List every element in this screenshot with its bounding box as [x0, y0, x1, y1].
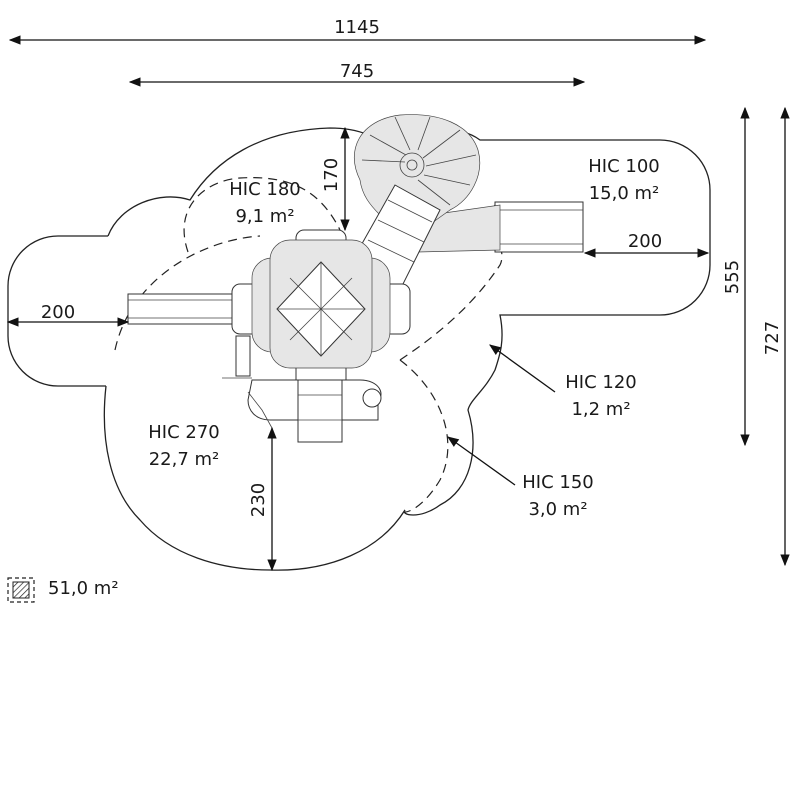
- dimension-height-inner: 555: [722, 260, 743, 294]
- hic-boundaries: [114, 177, 503, 513]
- zone-hic-180-area: 9,1 m²: [235, 206, 294, 227]
- dimension-upper-width: 745: [340, 61, 374, 82]
- play-equipment: [127, 114, 584, 443]
- central-tower: [231, 229, 411, 409]
- zone-hic-270-area: 22,7 m²: [149, 449, 220, 470]
- dimension-total-width: 1145: [334, 17, 380, 38]
- hic-150-boundary: [399, 359, 449, 513]
- dimension-right-overhang: 200: [628, 231, 662, 252]
- dimension-lines: [6, 35, 790, 572]
- zone-hic-120-area: 1,2 m²: [571, 399, 630, 420]
- zone-hic-120-label: HIC 120: [565, 372, 637, 393]
- legend-total-area: 51,0 m²: [48, 578, 119, 599]
- zone-hic-150-label: HIC 150: [522, 472, 594, 493]
- dimension-bottom-clearance: 230: [248, 483, 269, 517]
- zone-hic-150-area: 3,0 m²: [528, 499, 587, 520]
- zone-hic-100-area: 15,0 m²: [589, 183, 660, 204]
- hic-120-boundary: [399, 229, 503, 361]
- zone-hic-180-label: HIC 180: [229, 179, 301, 200]
- hatched-square-icon: [7, 577, 35, 603]
- hic-180-boundary: [183, 177, 341, 253]
- dimension-slide-clearance: 170: [321, 158, 342, 192]
- lower-structure: [222, 335, 382, 443]
- zone-hic-100-label: HIC 100: [588, 156, 660, 177]
- dimension-left-overhang: 200: [41, 302, 75, 323]
- dimension-height-total: 727: [762, 321, 783, 355]
- zone-hic-270-label: HIC 270: [148, 422, 220, 443]
